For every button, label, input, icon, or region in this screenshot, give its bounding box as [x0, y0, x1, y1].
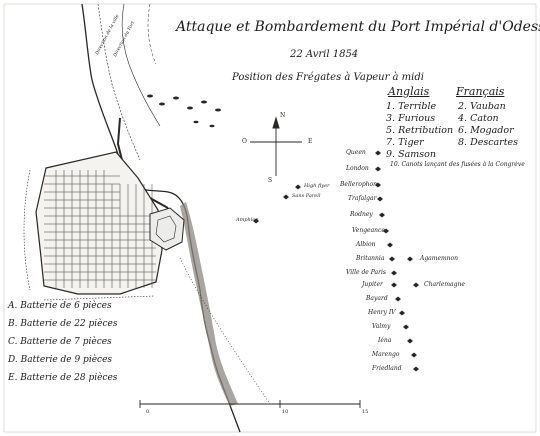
ship-marker [375, 166, 381, 172]
ship-marker [399, 310, 405, 316]
ship-label: Sans Pareil [292, 193, 321, 199]
fleet-english-item: 5. Retribution [386, 125, 454, 136]
ship-label: Bayard [366, 295, 388, 302]
shore-shallows [97, 3, 141, 161]
fleet-french-item: 6. Mogador [458, 125, 514, 136]
fortress [149, 207, 185, 251]
steam-frigates [147, 94, 221, 128]
compass-west: O [242, 138, 247, 145]
legend-item: A. Batterie de 6 pièces [8, 301, 112, 311]
ship-label: Valmy [372, 323, 391, 330]
ship-marker [411, 352, 417, 358]
ship-marker [391, 282, 397, 288]
ship-label: Vengeance [352, 227, 385, 234]
ship-label: Friedland [372, 365, 402, 372]
ship-label: London [346, 165, 369, 172]
city-wall [35, 151, 163, 295]
compass-south: S [268, 177, 273, 184]
ship-label: Britannia [356, 255, 385, 262]
ship-marker [395, 296, 401, 302]
ship-marker [413, 366, 419, 372]
ship-marker [253, 218, 259, 224]
legend-item: B. Batterie de 22 pièces [8, 319, 118, 329]
fleet-header-french: Français [456, 85, 505, 98]
ship-label: Trafalgar [348, 195, 377, 202]
scale-label: 0 [146, 409, 150, 415]
ship-label: Iéna [378, 337, 392, 344]
city-grid [44, 170, 156, 288]
scale-bar [139, 400, 361, 408]
ship-marker [407, 256, 413, 262]
ship-marker [391, 270, 397, 276]
ship-label: Charlemagne [424, 281, 465, 288]
map-title: Attaque et Bombardement du Port Impérial… [176, 19, 540, 35]
shoal-line [121, 3, 161, 127]
ship-label: Agamemnon [420, 255, 459, 262]
fleet-english-item: 3. Furious [386, 113, 436, 124]
ship-marker [283, 194, 289, 200]
scale-label: 10 [282, 409, 289, 415]
fortress-inner [155, 215, 177, 243]
fleet-english-item: 7. Tiger [386, 137, 424, 148]
fleet-header-english: Anglais [388, 85, 430, 98]
ship-marker [383, 228, 389, 234]
ship-label: Queen [346, 149, 366, 156]
ship-label: Marengo [372, 351, 400, 358]
ship-marker [295, 184, 301, 190]
fleet-english-item: 1. Terrible [386, 101, 437, 112]
bluff-line [147, 3, 157, 65]
ship-marker [407, 338, 413, 344]
fleet-markers [253, 150, 419, 372]
ship-label: Amphion [236, 217, 259, 223]
legend-item: E. Batterie de 28 pièces [8, 373, 118, 383]
fleet-english-item: 9. Samson [386, 149, 436, 160]
compass-rose [250, 116, 302, 176]
fleet-french-item: 2. Vauban [458, 101, 506, 112]
ship-marker [375, 150, 381, 156]
compass-north: N [280, 112, 286, 119]
ship-label: Rodney [350, 211, 373, 218]
harbour-mole-south [149, 197, 169, 209]
ship-marker [403, 324, 409, 330]
ship-label: Albion [356, 241, 376, 248]
ship-marker [387, 242, 393, 248]
outer-works-south [43, 295, 155, 301]
ship-marker [377, 196, 383, 202]
fleet-french-item: 4. Caton [458, 113, 499, 124]
ship-marker [389, 256, 395, 262]
fleet-french-item: 8. Descartes [458, 137, 519, 148]
outer-works-west [23, 169, 31, 291]
map-subtitle: Position des Frégates à Vapeur à midi [232, 72, 424, 83]
fleet-note: 10. Canots lançant des fusées à la Congr… [390, 161, 525, 168]
ship-label: Henry IV [368, 309, 396, 316]
ship-label: High flyer [304, 183, 330, 189]
river-bank [180, 202, 238, 406]
ship-label: Ville de Paris [346, 269, 386, 276]
map-frame [3, 3, 537, 433]
ship-marker [379, 212, 385, 218]
scale-label: 15 [362, 409, 369, 415]
compass-east: E [308, 138, 313, 145]
ship-label: Jupiter [362, 281, 383, 288]
ship-label: Bellerophon [340, 181, 378, 188]
ship-marker [413, 282, 419, 288]
ship-marker [375, 182, 381, 188]
legend-item: C. Batterie de 7 pièces [8, 337, 112, 347]
legend-item: D. Batterie de 9 pièces [8, 355, 113, 365]
map-date: 22 Avril 1854 [290, 49, 359, 60]
